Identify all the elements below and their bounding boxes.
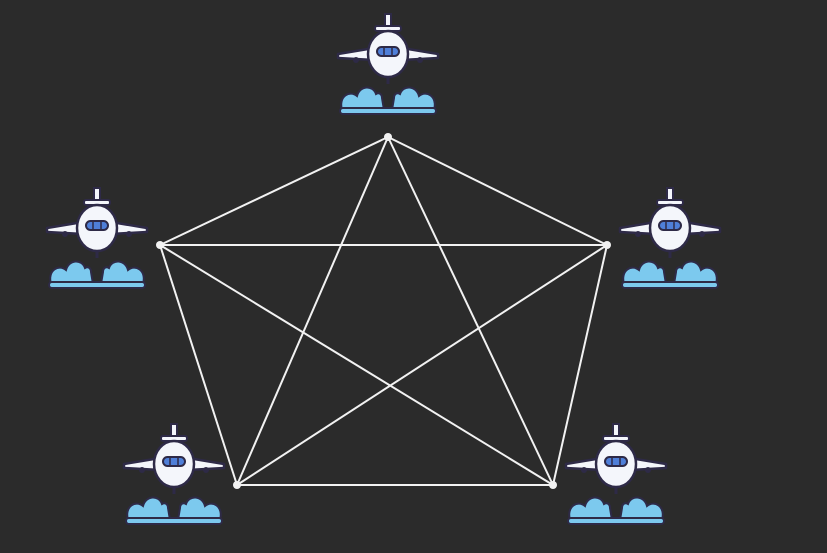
edge-top-left: [159, 136, 389, 246]
edge-layer: [156, 133, 611, 489]
edge-top-right: [387, 136, 608, 246]
edge-joint-left: [156, 241, 164, 249]
edge-joint-top: [384, 133, 392, 141]
edge-joint-bottom-left: [233, 481, 241, 489]
edge-right-bottom-left: [236, 244, 608, 486]
edge-right-bottom-right: [552, 244, 608, 486]
edge-joint-bottom-right: [549, 481, 557, 489]
edge-top-bottom-right: [387, 136, 554, 486]
edge-joint-right: [603, 241, 611, 249]
edge-left-bottom-left: [159, 244, 238, 486]
edge-left-bottom-right: [159, 244, 554, 486]
edge-top-bottom-left: [236, 136, 389, 486]
